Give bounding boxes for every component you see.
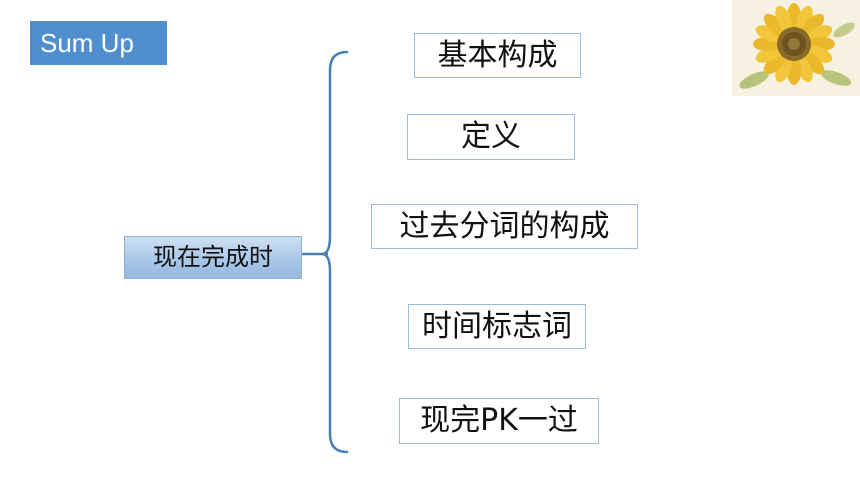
- sunflower-leaves: [739, 22, 855, 89]
- branch-node: 基本构成: [414, 33, 581, 78]
- sunflower-petal: [775, 5, 793, 33]
- sunflower-petals: [753, 3, 835, 85]
- branch-node: 时间标志词: [408, 304, 586, 349]
- branch-node: 定义: [407, 114, 575, 160]
- sunflower-image: [732, 0, 860, 96]
- sunflower-petal: [802, 13, 825, 36]
- branch-node: 过去分词的构成: [371, 204, 638, 249]
- sunflower-petal: [763, 52, 786, 75]
- sunflower-petal: [763, 13, 786, 36]
- root-node-present-perfect: 现在完成时: [124, 236, 302, 279]
- sum-up-title: Sum Up: [30, 21, 167, 65]
- sunflower-petal: [802, 52, 825, 75]
- branch-node: 现完PK一过: [399, 398, 599, 444]
